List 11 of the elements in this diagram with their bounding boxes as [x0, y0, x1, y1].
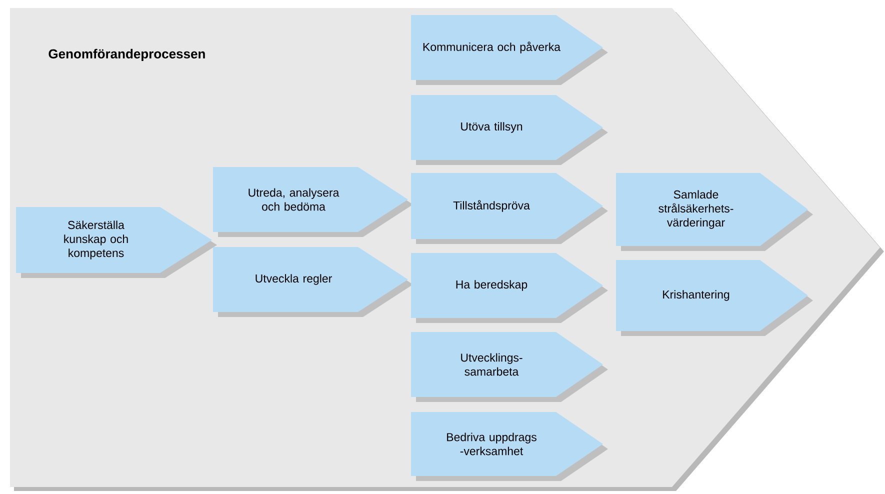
process-step: Bedriva uppdrags -verksamhet	[411, 412, 608, 481]
process-step: Utöva tillsyn	[411, 95, 608, 165]
process-step: Samlade strålsäkerhets- värderingar	[616, 172, 813, 251]
process-step: Krishantering	[616, 260, 813, 336]
process-step: Utreda, analysera och bedöma	[213, 166, 413, 237]
process-step: Kommunicera och påverka	[411, 15, 608, 85]
process-step: Ha beredskap	[411, 252, 608, 323]
process-step: Tillståndspröva	[411, 172, 608, 244]
process-step: Utvecklings- samarbeta	[411, 332, 608, 402]
process-step: Utveckla regler	[213, 246, 413, 317]
process-step: Säkerställa kunskap och kompetens	[16, 206, 217, 278]
